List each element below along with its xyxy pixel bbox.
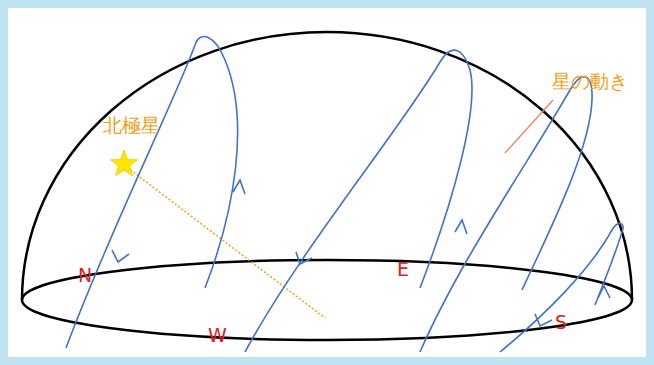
star-path [420, 77, 592, 352]
direction-label: E [397, 260, 409, 279]
polar-axis-line [124, 165, 325, 318]
star-paths [66, 37, 623, 352]
arrow-up [598, 286, 610, 298]
arrow-down [535, 314, 552, 326]
arrow-down [112, 250, 129, 262]
arrow-up [455, 220, 467, 234]
star-path [245, 50, 472, 352]
direction-label: N [78, 266, 92, 285]
polaris-star [111, 150, 138, 176]
callout-label: 星の動き [552, 72, 628, 91]
star-name: 北極星 [103, 116, 160, 135]
horizon-ellipse [22, 260, 632, 340]
direction-arrows [112, 180, 610, 326]
arrow-down [296, 252, 312, 264]
background-panel [8, 8, 646, 357]
star-path [66, 37, 238, 348]
direction-label: S [555, 313, 567, 332]
arrow-up [233, 180, 245, 194]
star-path [500, 223, 623, 352]
leader-line [505, 100, 553, 153]
direction-label: W [208, 326, 227, 345]
